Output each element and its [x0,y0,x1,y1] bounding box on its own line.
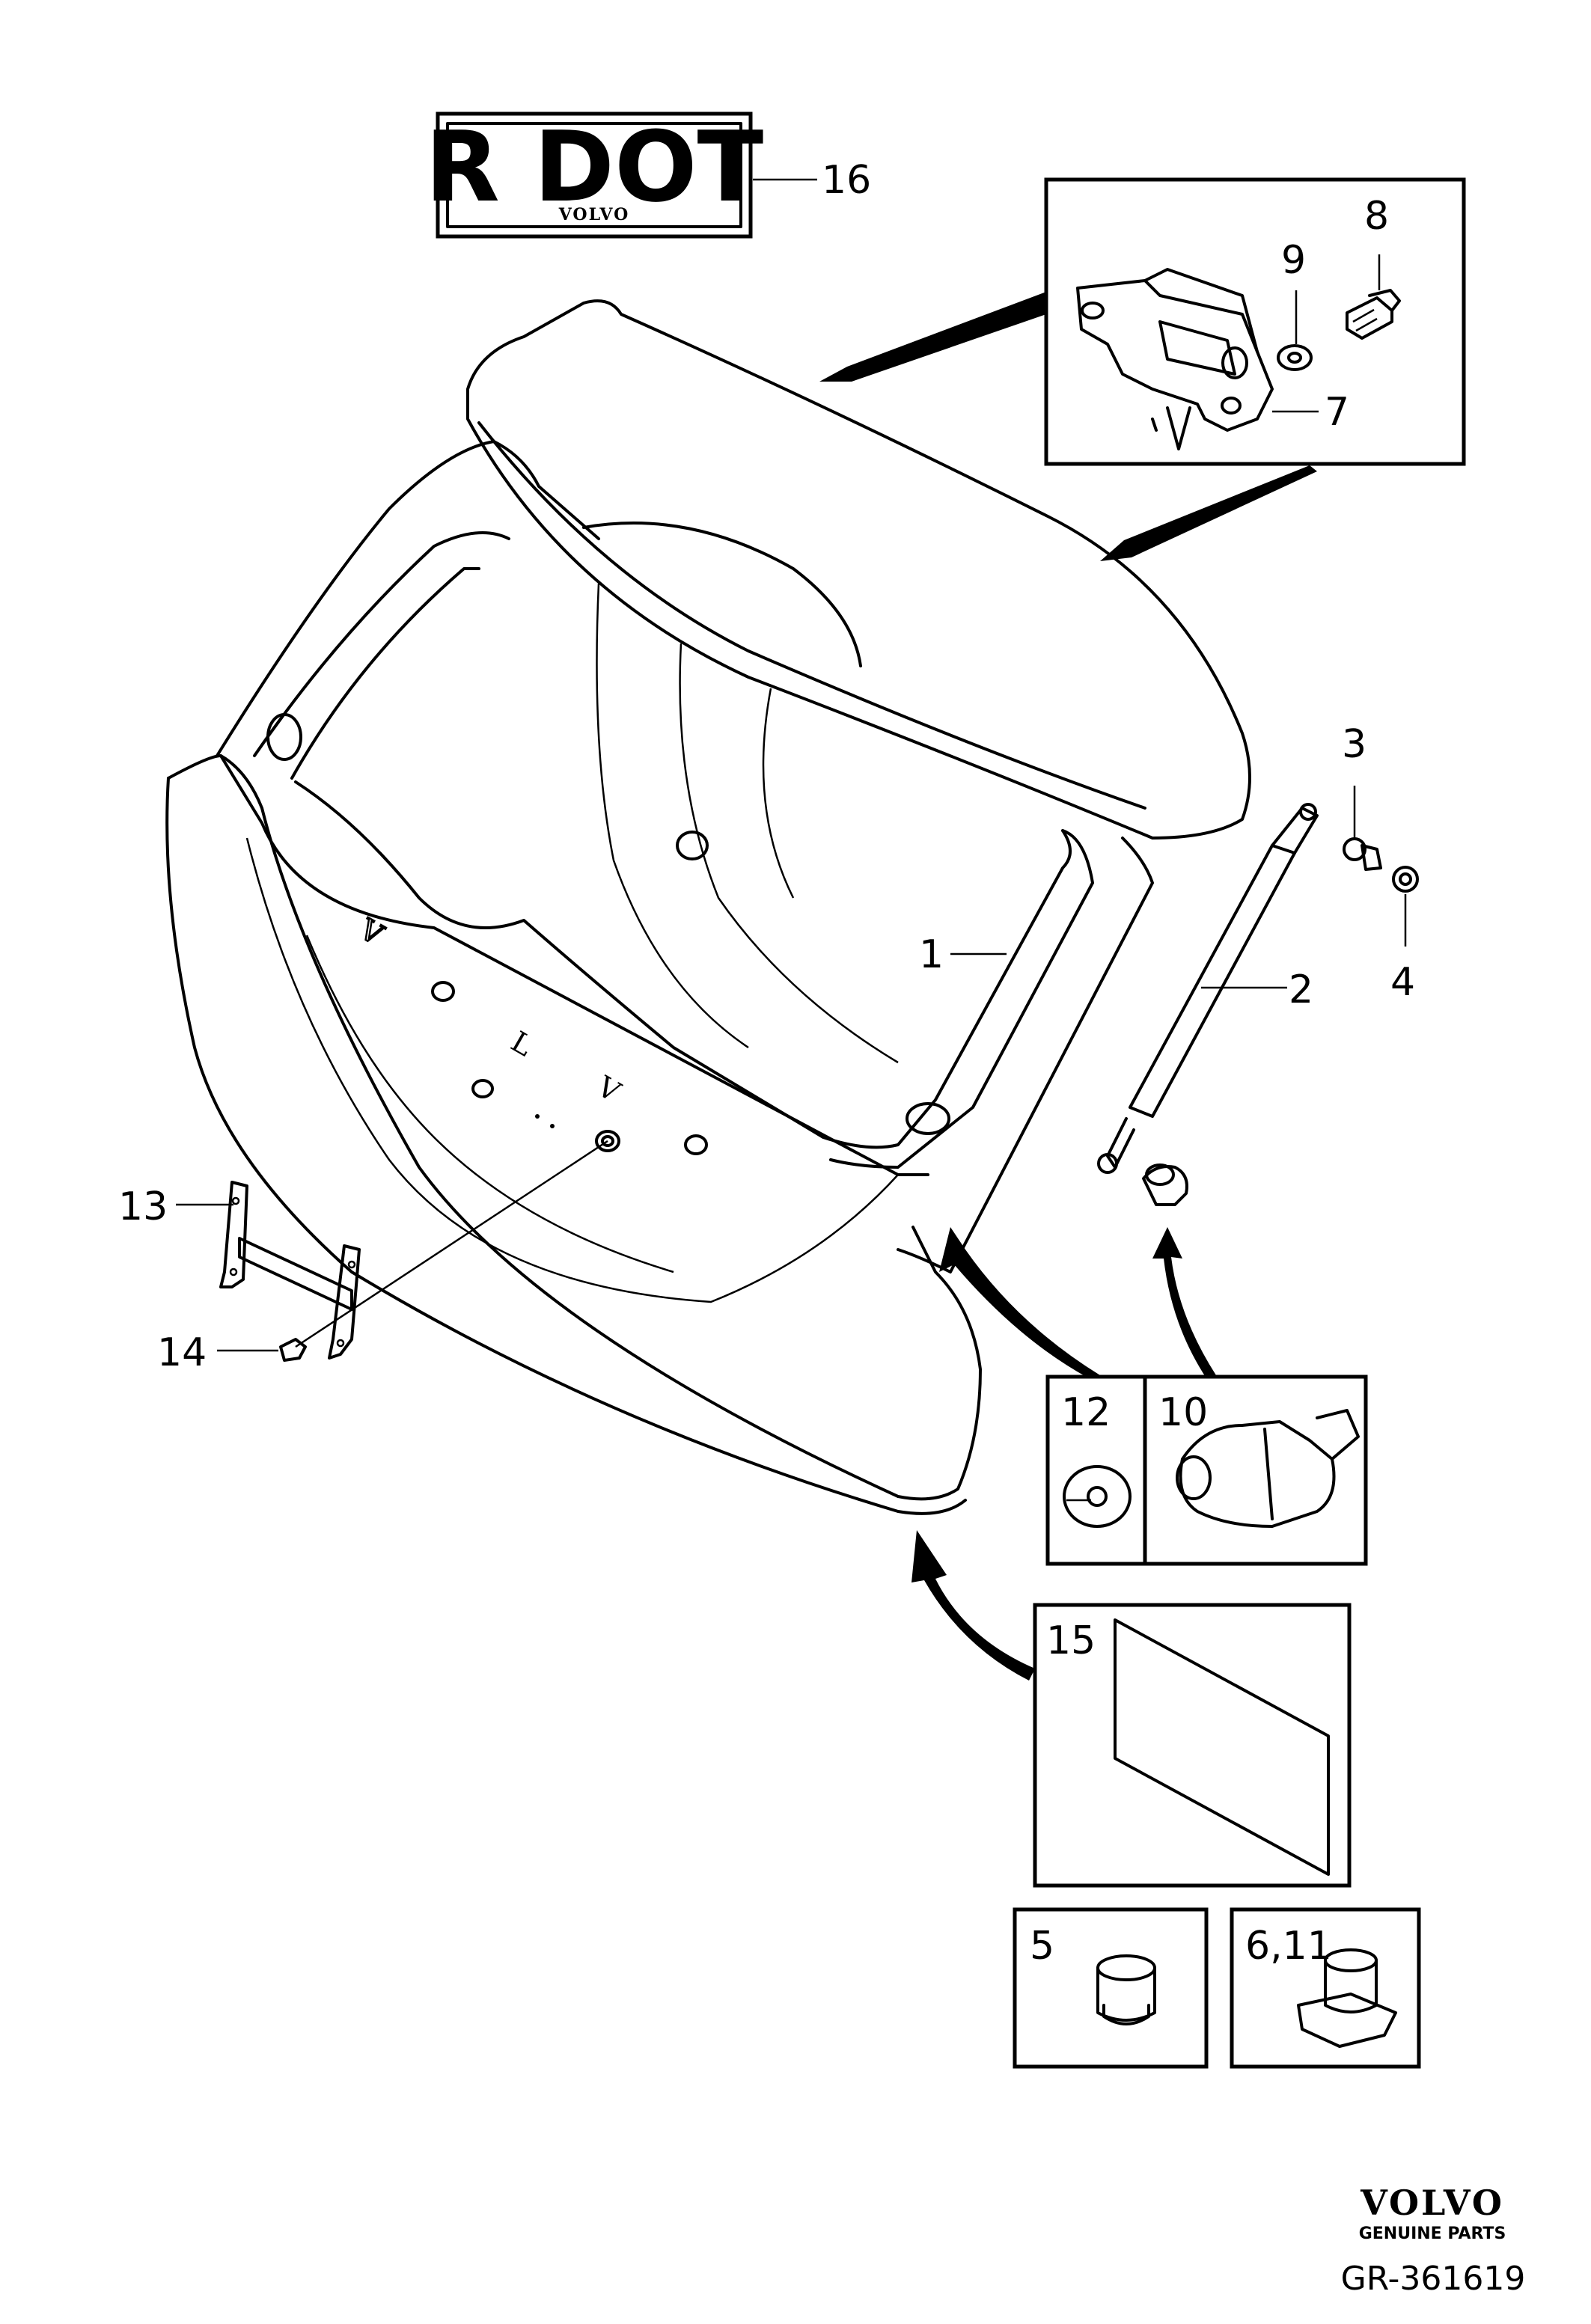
badge-main-text: R DOT [425,110,763,224]
footer-tagline: GENUINE PARTS [1359,2224,1506,2243]
callout-9: 9 [1281,238,1306,283]
tailgate-body: V L V [165,299,1251,1515]
r-dot-badge: R DOT VOLVO [425,110,763,239]
callout-4: 4 [1390,960,1415,1005]
volvo-genuine-parts-logo: VOLVO GENUINE PARTS [1359,2183,1506,2243]
gas-strut [1097,803,1319,1174]
rubber-buffer-box [1230,1907,1421,2069]
diagram-reference: GR-361619 [1341,2260,1526,2298]
callout-14: 14 [157,1330,207,1375]
callout-13: 13 [118,1184,168,1229]
svg-text:L: L [506,1025,539,1063]
svg-text:V: V [591,1069,626,1109]
callout-7: 7 [1325,390,1349,435]
cap-and-bumper-box [1045,1374,1368,1566]
seal-pad-box [1033,1603,1352,1888]
callout-12: 12 [1061,1390,1111,1435]
callout-5: 5 [1030,1924,1054,1969]
bushing-box [1013,1907,1209,2069]
footer-brand: VOLVO [1360,2183,1504,2223]
callout-8: 8 [1364,194,1389,239]
callout-2: 2 [1289,967,1313,1012]
callout-16: 16 [822,158,871,203]
license-bracket [176,1140,608,1362]
badge-brand-text: VOLVO [558,205,630,224]
callout-15: 15 [1046,1618,1096,1663]
callout-1: 1 [919,932,944,977]
callout-6-11: 6,11 [1245,1924,1332,1969]
hinge-detail-box [1044,177,1466,466]
ball-stud-and-nut [1343,786,1419,947]
callout-10: 10 [1158,1390,1208,1435]
callout-3: 3 [1342,722,1366,767]
